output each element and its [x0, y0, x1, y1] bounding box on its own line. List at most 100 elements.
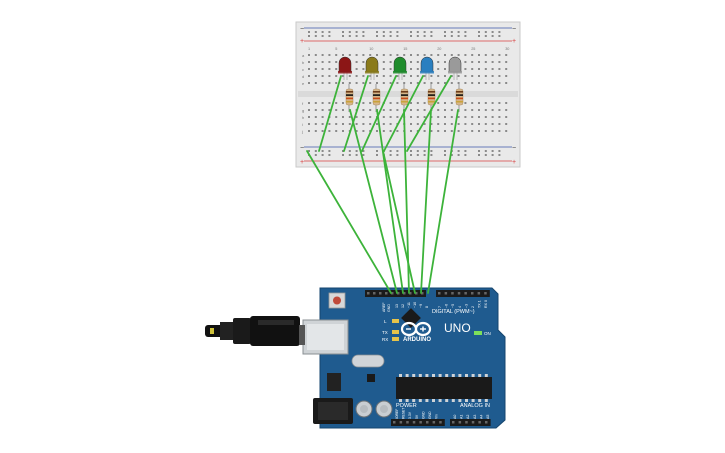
rail-hole: [376, 31, 378, 33]
digital-pin-label: ~10: [413, 302, 417, 308]
hole: [416, 75, 419, 77]
led-blue[interactable]: [420, 56, 434, 73]
hole: [464, 75, 467, 77]
hole: [505, 109, 508, 111]
led-yellow[interactable]: [365, 56, 379, 73]
hole: [464, 123, 467, 125]
rail-hole: [389, 35, 392, 37]
header-pin: [471, 421, 475, 424]
power-pin-label: 3.3V: [408, 411, 412, 419]
led-white[interactable]: [448, 56, 462, 73]
hole: [478, 116, 480, 118]
resistor-band: [456, 91, 463, 93]
hole: [308, 116, 310, 118]
chip-pin: [418, 399, 422, 402]
led-rim: [393, 71, 407, 74]
hole: [396, 109, 399, 111]
hole: [498, 75, 501, 77]
indicator-l-label: L: [384, 319, 387, 324]
header-pin: [465, 421, 468, 424]
jumper-wire[interactable]: [382, 150, 416, 294]
rail-hole: [396, 154, 399, 156]
led-red[interactable]: [338, 56, 352, 73]
hole: [450, 82, 453, 84]
hole: [308, 75, 310, 77]
resistor-band: [456, 94, 463, 96]
hole: [314, 75, 317, 77]
header-digital-low[interactable]: [436, 290, 490, 297]
jumper-wire[interactable]: [343, 75, 369, 152]
hole: [342, 54, 344, 56]
hole: [369, 75, 372, 77]
header-digital-high[interactable]: [365, 290, 426, 297]
header-pin: [478, 421, 481, 424]
header-analog[interactable]: [450, 419, 491, 426]
jumper-wire[interactable]: [420, 109, 432, 294]
arduino-uno-board[interactable]: L TX RX ON ARDUINO UNO DIGITAL (PWM~) PO…: [302, 287, 506, 429]
header-pin: [426, 421, 429, 424]
hole: [328, 68, 331, 70]
resistors: [345, 84, 464, 112]
hole: [369, 82, 372, 84]
header-pin: [439, 421, 442, 424]
hole: [450, 102, 453, 104]
hole: [505, 116, 508, 118]
brand-label: ARDUINO: [403, 337, 431, 343]
pin-headers[interactable]: [365, 290, 491, 426]
jumper-wire[interactable]: [318, 75, 342, 152]
jumper-wire[interactable]: [406, 75, 452, 152]
rail-hole: [410, 35, 412, 37]
rail-hole: [498, 31, 501, 33]
hole: [444, 130, 446, 132]
rail-hole: [328, 35, 331, 37]
voltage-regulator: [327, 373, 341, 391]
header-pin: [393, 421, 396, 424]
hole: [355, 61, 358, 63]
hole: [478, 130, 480, 132]
hole: [314, 109, 317, 111]
rail-hole: [450, 31, 453, 33]
header-power[interactable]: [391, 419, 445, 426]
jumper-wire[interactable]: [361, 75, 397, 152]
hole: [376, 123, 378, 125]
rail-hole: [348, 150, 351, 152]
hole: [396, 116, 399, 118]
hole: [389, 116, 392, 118]
hole: [362, 116, 365, 118]
aref-label: AREF: [382, 302, 386, 312]
hole: [484, 102, 487, 104]
led-green[interactable]: [393, 56, 407, 73]
jumper-wire[interactable]: [376, 109, 404, 294]
jumper-wire[interactable]: [306, 150, 392, 294]
hole: [444, 82, 446, 84]
hole: [430, 123, 433, 125]
digital-pin-label: ~5: [451, 304, 455, 308]
hole: [335, 82, 338, 84]
hole: [457, 130, 460, 132]
digital-pin-label: ~3: [464, 304, 468, 308]
jumper-wire[interactable]: [427, 109, 459, 294]
rail-hole: [464, 150, 467, 152]
jumper-wire[interactable]: [349, 109, 398, 294]
rail-hole: [328, 31, 331, 33]
hole: [491, 123, 494, 125]
hole: [464, 109, 467, 111]
rail-hole: [355, 31, 358, 33]
hole: [314, 54, 317, 56]
rail-hole: [308, 31, 310, 33]
rail-hole: [314, 154, 317, 156]
chip-pins: [399, 374, 488, 402]
rail-hole: [416, 154, 419, 156]
hole: [314, 123, 317, 125]
hole: [389, 123, 392, 125]
rail-hole: [491, 31, 494, 33]
hole: [484, 116, 487, 118]
chip-pin: [465, 399, 468, 402]
rail-hole: [321, 150, 324, 152]
resistor-band: [373, 100, 380, 103]
hole: [335, 116, 338, 118]
hole: [403, 54, 406, 56]
header-pin: [421, 292, 424, 295]
resistor-band: [401, 100, 408, 103]
analog-in-label: ANALOG IN: [460, 403, 490, 409]
